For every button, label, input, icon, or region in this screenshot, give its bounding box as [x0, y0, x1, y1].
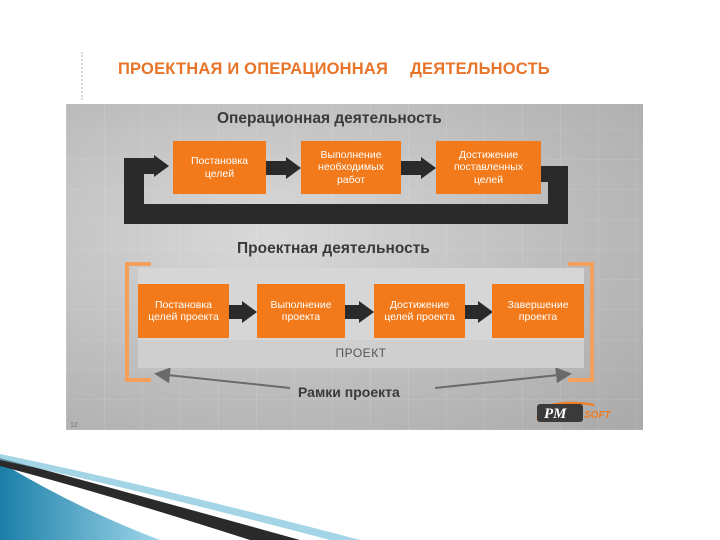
proj-arrow-1	[242, 301, 257, 323]
op-arrow-1-shaft	[266, 161, 286, 175]
slide-title: ПРОЕКТНАЯ И ОПЕРАЦИОННАЯ ДЕЯТЕЛЬНОСТЬ	[118, 60, 550, 79]
loop-entry-arrow	[154, 155, 169, 177]
proj-arrow-2	[359, 301, 374, 323]
logo-accent-text: SOFT	[584, 410, 612, 421]
op-step-1: Постановка целей	[173, 141, 266, 194]
op-arrow-1	[286, 157, 301, 179]
project-band-label: ПРОЕКТ	[335, 346, 387, 360]
project-left-bracket	[125, 262, 151, 382]
proj-step-2: Выполнение проекта	[257, 284, 345, 338]
proj-arrow-3	[478, 301, 493, 323]
op-step-3: Достижение поставленных целей	[436, 141, 541, 194]
slide-number: 12	[70, 422, 78, 429]
frame-arrow-left	[154, 368, 291, 389]
loop-left-top	[124, 158, 154, 174]
decorative-swoosh	[0, 454, 360, 540]
project-right-bracket	[568, 262, 594, 382]
frame-label: Рамки проекта	[298, 384, 400, 400]
slide-title-part-2: ДЕЯТЕЛЬНОСТЬ	[410, 60, 550, 78]
loop-bottom-bar	[124, 204, 568, 224]
proj-arrow-2-shaft	[345, 305, 360, 319]
project-heading: Проектная деятельность	[237, 240, 430, 257]
proj-arrow-1-shaft	[229, 305, 243, 319]
op-arrow-2	[421, 157, 436, 179]
proj-step-1: Постановка целей проекта	[138, 284, 229, 338]
op-arrow-2-shaft	[401, 161, 421, 175]
proj-step-3: Достижение целей проекта	[374, 284, 465, 338]
loop-right-top	[540, 166, 568, 182]
slide-title-part-1: ПРОЕКТНАЯ И ОПЕРАЦИОННАЯ	[118, 60, 389, 78]
proj-step-4: Завершение проекта	[492, 284, 584, 338]
op-step-2: Выполнение необходимых работ	[301, 141, 401, 194]
project-band	[138, 340, 584, 368]
frame-arrow-right	[434, 368, 572, 389]
proj-arrow-3-shaft	[465, 305, 479, 319]
frame-arrows	[154, 368, 572, 389]
operational-heading: Операционная деятельность	[217, 110, 442, 127]
logo-main-text: PM	[544, 406, 567, 422]
pmsoft-logo: PM SOFT	[536, 401, 612, 422]
dotted-divider	[81, 52, 85, 100]
